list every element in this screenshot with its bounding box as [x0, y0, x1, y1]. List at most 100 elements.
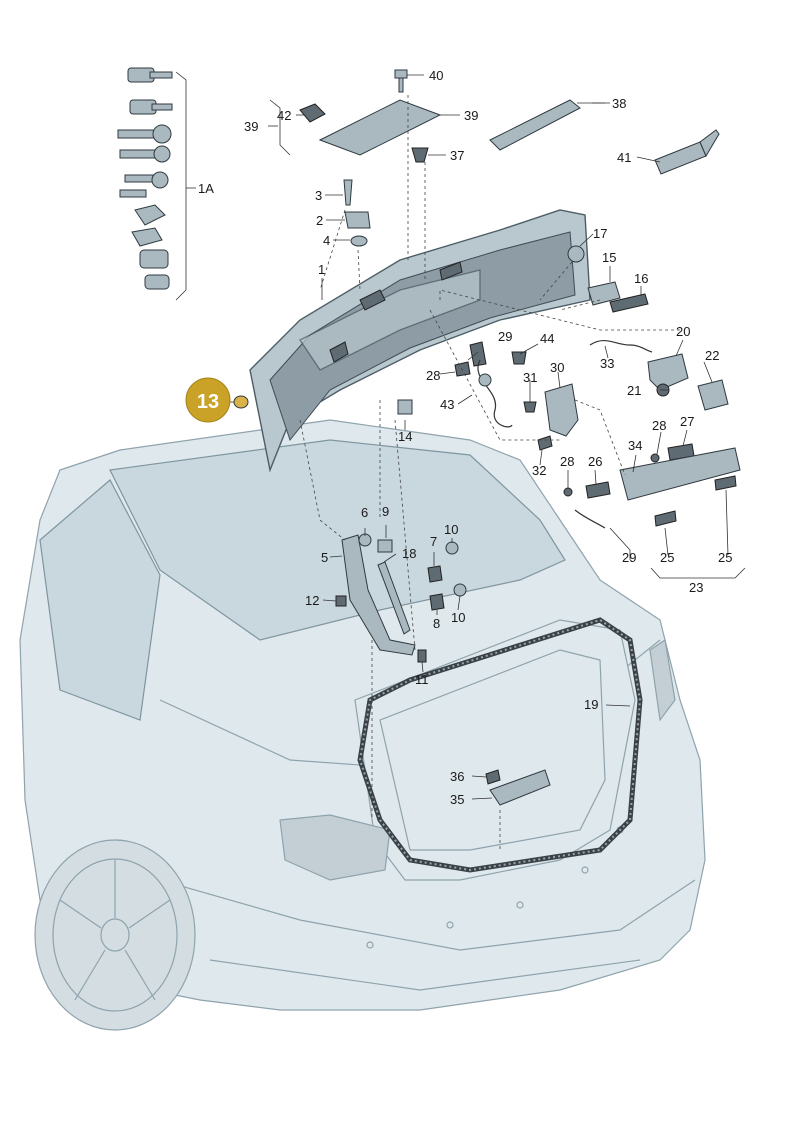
highlight-13-circle — [185, 377, 231, 423]
label-40: 40 — [429, 68, 443, 83]
label-28-mid: 28 — [652, 418, 666, 433]
label-44: 44 — [540, 331, 554, 346]
part-11-bolt — [417, 649, 427, 663]
label-43: 43 — [440, 397, 454, 412]
label-8: 8 — [433, 616, 440, 631]
label-31: 31 — [523, 370, 537, 385]
label-33: 33 — [600, 356, 614, 371]
label-26: 26 — [588, 454, 602, 469]
part-4-washer — [350, 235, 368, 247]
label-1A: 1A — [198, 181, 214, 196]
tail-light-right — [649, 638, 676, 722]
label-1: 1 — [318, 262, 325, 277]
part-26-module — [585, 481, 611, 499]
rear-window — [109, 439, 566, 641]
part-17-bumper — [567, 245, 585, 263]
part-20-lock — [647, 353, 689, 391]
part-labels: 1A 40 42 39 39 38 37 41 3 2 4 1 17 15 16… — [198, 68, 732, 807]
part-44-bolt — [511, 351, 527, 365]
label-11: 11 — [415, 672, 429, 687]
highlight-13: 13 — [185, 377, 231, 423]
part-10-nut-a — [445, 541, 459, 555]
part-32-bolt — [537, 435, 553, 451]
label-32: 32 — [532, 463, 546, 478]
label-39-left: 39 — [244, 119, 258, 134]
leader-lines — [175, 71, 746, 800]
label-21: 21 — [627, 383, 641, 398]
trunk-seal-19 — [357, 617, 643, 873]
label-18: 18 — [402, 546, 416, 561]
label-5: 5 — [321, 550, 328, 565]
part-41-tube — [654, 129, 720, 175]
part-40-screw — [394, 69, 408, 93]
label-39-right: 39 — [464, 108, 478, 123]
label-36: 36 — [450, 769, 464, 784]
part-12-bolt — [335, 595, 347, 607]
part-37-clip — [411, 147, 429, 163]
part-15-switch — [587, 281, 621, 306]
label-29-low: 29 — [622, 550, 636, 565]
part-29-harness — [469, 341, 487, 367]
label-15: 15 — [602, 250, 616, 265]
part-39-plate — [318, 99, 442, 156]
label-9: 9 — [382, 504, 389, 519]
label-23: 23 — [689, 580, 703, 595]
part-35-striker — [489, 769, 551, 806]
label-6: 6 — [361, 505, 368, 520]
part-5-hinge — [341, 534, 416, 656]
label-35: 35 — [450, 792, 464, 807]
label-25-right: 25 — [718, 550, 732, 565]
part-9-cap — [377, 539, 393, 553]
label-34: 34 — [628, 438, 642, 453]
bolt-set-1A — [117, 67, 173, 290]
part-7-bolt — [427, 565, 443, 583]
label-10-top: 10 — [444, 522, 458, 537]
part-31-bolt — [523, 401, 537, 413]
label-2: 2 — [316, 213, 323, 228]
label-28-left: 28 — [426, 368, 440, 383]
part-13-ring — [233, 395, 249, 409]
trunk-lid-1 — [249, 209, 591, 473]
label-19: 19 — [584, 697, 598, 712]
car-body — [19, 419, 706, 1031]
label-27: 27 — [680, 414, 694, 429]
part-10-nut-b — [453, 583, 467, 597]
dashed-assembly-lines — [299, 95, 680, 850]
label-14: 14 — [398, 429, 412, 444]
rear-wheel — [34, 839, 196, 1031]
label-20: 20 — [676, 324, 690, 339]
part-2-bracket — [344, 211, 371, 229]
label-4: 4 — [323, 233, 330, 248]
label-38: 38 — [612, 96, 626, 111]
part-38-strip — [489, 99, 581, 151]
label-10-low: 10 — [451, 610, 465, 625]
part-18-strut — [377, 561, 411, 635]
label-16: 16 — [634, 271, 648, 286]
label-41: 41 — [617, 150, 631, 165]
part-16-strip — [609, 293, 649, 313]
part-8-bolt — [429, 593, 445, 611]
label-28-low: 28 — [560, 454, 574, 469]
part-14-buffer — [397, 399, 413, 415]
label-30: 30 — [550, 360, 564, 375]
label-25-left: 25 — [660, 550, 674, 565]
part-22-bracket — [697, 379, 729, 411]
label-7: 7 — [430, 534, 437, 549]
label-42: 42 — [277, 108, 291, 123]
label-12: 12 — [305, 593, 319, 608]
label-37: 37 — [450, 148, 464, 163]
label-3: 3 — [315, 188, 322, 203]
side-window — [39, 479, 161, 721]
highlight-13-label: 13 — [197, 391, 219, 413]
part-3-pin — [343, 179, 353, 206]
label-29-top: 29 — [498, 329, 512, 344]
parts — [117, 67, 741, 806]
part-handle-strip — [619, 447, 741, 501]
part-42-clip — [299, 103, 326, 123]
part-30-latch — [544, 383, 579, 437]
label-17: 17 — [593, 226, 607, 241]
part-36-nut — [485, 769, 501, 785]
label-22: 22 — [705, 348, 719, 363]
tail-light-left — [279, 814, 391, 881]
